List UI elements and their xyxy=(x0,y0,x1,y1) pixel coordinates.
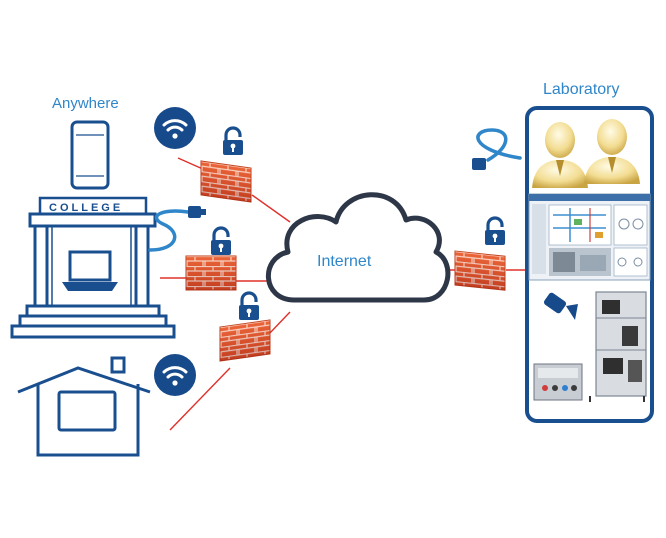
padlock-icon xyxy=(483,216,507,247)
ethernet-cable-icon xyxy=(148,206,206,252)
webcam-icon xyxy=(543,292,578,320)
padlock-icon xyxy=(237,291,261,322)
user-avatar-icon xyxy=(532,122,588,188)
college-sign-label: COLLEGE xyxy=(49,202,124,214)
wifi-icon xyxy=(152,105,198,151)
cloud-icon xyxy=(265,192,451,303)
laptop-icon xyxy=(62,250,118,291)
firewall-icon xyxy=(219,319,271,362)
firewall-icon xyxy=(454,250,506,291)
internet-label: Internet xyxy=(317,253,372,270)
link-firewall-cloud-1 xyxy=(251,194,291,223)
house-icon xyxy=(17,356,151,457)
link-firewall-cloud-3 xyxy=(267,311,291,336)
firewall-icon xyxy=(185,255,237,291)
network-links xyxy=(160,157,527,431)
user-avatar-icon xyxy=(584,119,640,184)
laboratory-label: Laboratory xyxy=(543,81,620,98)
college-building-icon xyxy=(10,196,176,339)
link-house-firewall xyxy=(169,367,231,431)
ethernet-cable-icon xyxy=(472,128,522,170)
tablet-icon xyxy=(70,120,110,190)
firewall-icon xyxy=(200,160,252,203)
scada-screen-image xyxy=(528,193,651,281)
lab-equipment-image xyxy=(533,291,647,402)
padlock-icon xyxy=(209,226,233,257)
anywhere-label: Anywhere xyxy=(52,95,119,112)
padlock-icon xyxy=(221,126,245,157)
wifi-icon xyxy=(152,352,198,398)
